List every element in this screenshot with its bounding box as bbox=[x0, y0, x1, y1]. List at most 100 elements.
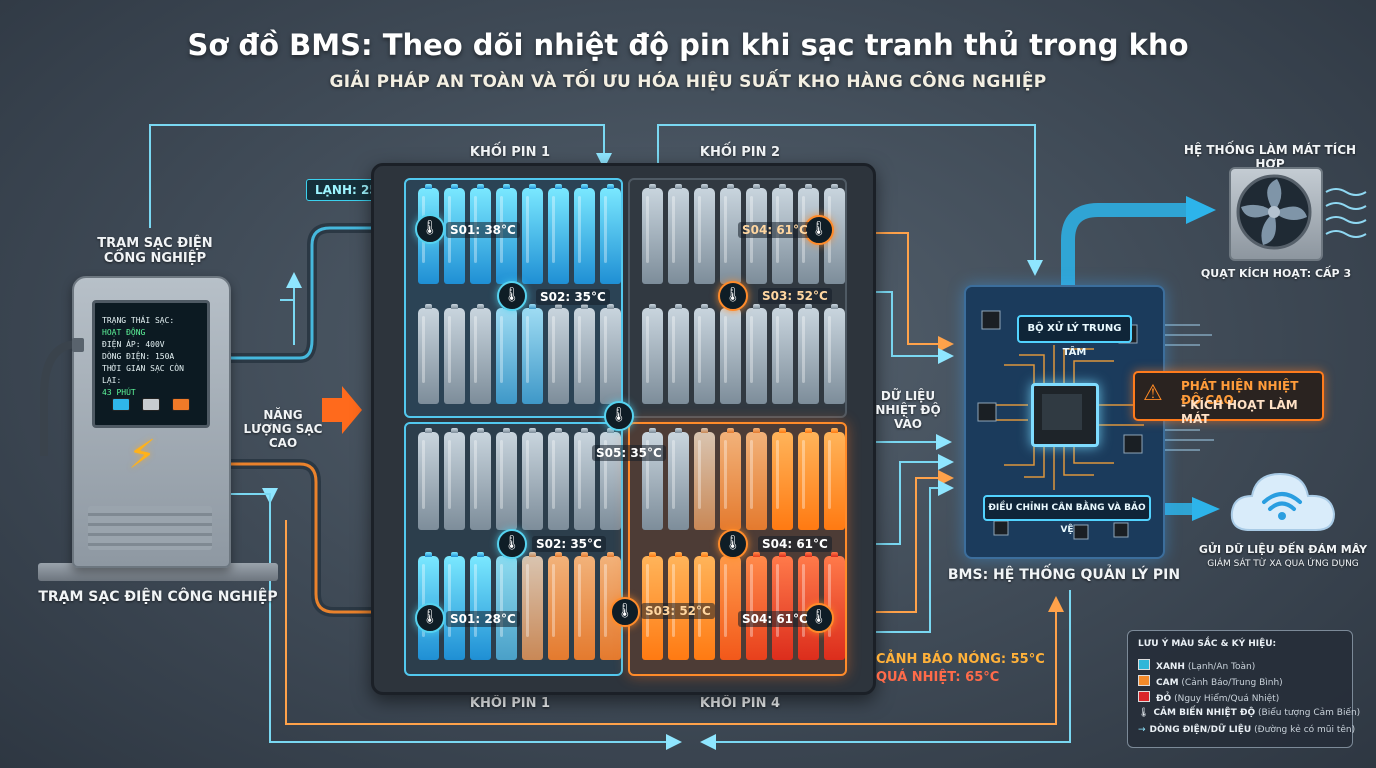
screen-line: THỜI GIAN SẠC CÒN LẠI: bbox=[102, 364, 184, 385]
energy-label: NĂNG LƯỢNG SẠC CAO bbox=[243, 408, 323, 450]
cell-row bbox=[418, 304, 621, 404]
data-in-label: DỮ LIỆU NHIỆT ĐỘ VÀO bbox=[875, 389, 941, 431]
legend-desc: (Biểu tượng Cảm Biến) bbox=[1258, 708, 1361, 718]
cell-row bbox=[418, 552, 621, 660]
battery-cell bbox=[522, 304, 543, 404]
thermometer-icon: 🌡 bbox=[497, 281, 527, 311]
legend-title: LƯU Ý MÀU SẮC & KÝ HIỆU: bbox=[1138, 639, 1277, 649]
legend-item: CAM (Cảnh Báo/Trung Bình) bbox=[1138, 675, 1283, 688]
battery-cell bbox=[772, 428, 793, 530]
sensor-label: S05: 35°C bbox=[592, 445, 666, 461]
thermometer-icon: 🌡 bbox=[718, 281, 748, 311]
battery-cell bbox=[522, 184, 543, 284]
sensor-label: S01: 28°C bbox=[446, 611, 520, 627]
sensor-label: S04: 61°C bbox=[758, 536, 832, 552]
thermometer-icon: 🌡 bbox=[415, 603, 445, 633]
battery-cell bbox=[720, 552, 741, 660]
legend: LƯU Ý MÀU SẮC & KÝ HIỆU: XANH (Lạnh/An T… bbox=[1127, 630, 1360, 748]
alert-title: PHÁT HIỆN NHIỆT ĐỘ CAO bbox=[1181, 379, 1299, 407]
thermometer-icon: 🌡 bbox=[1138, 708, 1150, 718]
battery-cell bbox=[444, 552, 465, 660]
page-subtitle: GIẢI PHÁP AN TOÀN VÀ TỐI ƯU HÓA HIỆU SUẤ… bbox=[329, 72, 1047, 92]
battery-cell bbox=[548, 304, 569, 404]
bms-label: BMS: HỆ THỐNG QUẢN LÝ PIN bbox=[947, 567, 1181, 583]
battery-cell bbox=[470, 428, 491, 530]
screen-line: ĐIỆN ÁP: 400V bbox=[102, 340, 165, 349]
battery-cell bbox=[720, 304, 741, 404]
battery-cell bbox=[798, 428, 819, 530]
legend-key: ĐỎ bbox=[1156, 694, 1172, 704]
sensor-label: S02: 35°C bbox=[536, 289, 610, 305]
charger-cable bbox=[40, 338, 84, 456]
return-line-cold bbox=[269, 640, 682, 750]
data-line-top bbox=[149, 124, 612, 228]
battery-cell bbox=[668, 184, 689, 284]
battery-cell bbox=[668, 428, 689, 530]
battery-cell bbox=[444, 428, 465, 530]
battery-cell bbox=[470, 304, 491, 404]
charger-top-label: TRẠM SẠC ĐIỆN CÔNG NGHIỆP bbox=[97, 236, 213, 266]
arrow-icon: → bbox=[1138, 725, 1146, 735]
battery-block-3 bbox=[404, 422, 623, 676]
battery-cell bbox=[668, 304, 689, 404]
thermometer-icon: 🌡 bbox=[497, 529, 527, 559]
screen-line: TRẠNG THÁI SẠC: bbox=[102, 316, 175, 325]
threshold-warning: CẢNH BÁO NÓNG: 55°C bbox=[876, 652, 1045, 667]
block-label-top-right: KHỐI PIN 2 bbox=[699, 145, 781, 160]
battery-cell bbox=[496, 304, 517, 404]
battery-cell bbox=[496, 552, 517, 660]
legend-item: →DÒNG ĐIỆN/DỮ LIỆU (Đường kẻ có mũi tên) bbox=[1138, 725, 1355, 735]
battery-cell bbox=[600, 304, 621, 404]
color-swatch bbox=[1138, 691, 1150, 702]
legend-item: XANH (Lạnh/An Toàn) bbox=[1138, 659, 1255, 672]
sensor-label: S02: 35°C bbox=[532, 536, 606, 552]
airflow-icon bbox=[1325, 188, 1367, 238]
battery-cell bbox=[600, 184, 621, 284]
block-label-bottom-right: KHỐI PIN 4 bbox=[699, 696, 781, 711]
block-label-bottom-left: KHỐI PIN 1 bbox=[469, 696, 551, 711]
battery-cell bbox=[746, 552, 767, 660]
central-processor-label: BỘ XỬ LÝ TRUNG TÂM bbox=[1017, 315, 1132, 358]
processor-core bbox=[1042, 394, 1082, 430]
battery-cell bbox=[470, 552, 491, 660]
charger-button[interactable] bbox=[172, 398, 190, 411]
cloud-title: GỬI DỮ LIỆU ĐẾN ĐÁM MÂY bbox=[1198, 543, 1368, 556]
cloud-subtitle: GIÁM SÁT TỪ XA QUA ỨNG DỤNG bbox=[1207, 559, 1359, 569]
legend-desc: (Nguy Hiểm/Quá Nhiệt) bbox=[1174, 694, 1280, 704]
sensor-label: S04: 61°C bbox=[738, 611, 812, 627]
sensor-label: S04: 61°C bbox=[738, 222, 812, 238]
battery-cell bbox=[694, 184, 715, 284]
battery-cell bbox=[548, 428, 569, 530]
battery-cell bbox=[548, 184, 569, 284]
charger-button[interactable] bbox=[112, 398, 130, 411]
legend-desc: (Đường kẻ có mũi tên) bbox=[1254, 725, 1356, 735]
battery-cell bbox=[642, 304, 663, 404]
screen-line: HOẠT ĐỘNG bbox=[102, 328, 146, 337]
thermometer-icon: 🌡 bbox=[610, 597, 640, 627]
block-label-top-left: KHỐI PIN 1 bbox=[469, 145, 551, 160]
legend-key: DÒNG ĐIỆN/DỮ LIỆU bbox=[1149, 725, 1252, 735]
fan-caption: QUẠT KÍCH HOẠT: CẤP 3 bbox=[1200, 267, 1352, 280]
battery-cell bbox=[824, 428, 845, 530]
cold-cable bbox=[228, 223, 376, 363]
screen-line: DÒNG ĐIỆN: 150A bbox=[102, 352, 175, 361]
battery-cell bbox=[522, 552, 543, 660]
legend-key: CAM bbox=[1156, 678, 1179, 688]
charger-buttons bbox=[108, 398, 198, 412]
color-swatch bbox=[1138, 659, 1150, 670]
battery-cell bbox=[824, 552, 845, 660]
thermometer-icon: 🌡 bbox=[804, 215, 834, 245]
thermometer-icon: 🌡 bbox=[604, 401, 634, 431]
charger-button[interactable] bbox=[142, 398, 160, 411]
charger-vent bbox=[88, 506, 212, 550]
legend-key: XANH bbox=[1156, 662, 1185, 672]
battery-cell bbox=[772, 304, 793, 404]
battery-cell bbox=[522, 428, 543, 530]
battery-cell bbox=[574, 304, 595, 404]
battery-cell bbox=[694, 428, 715, 530]
battery-cell bbox=[444, 304, 465, 404]
battery-cell bbox=[418, 428, 439, 530]
alert-action: - KÍCH HOẠT LÀM MÁT bbox=[1181, 398, 1298, 426]
legend-desc: (Cảnh Báo/Trung Bình) bbox=[1181, 678, 1283, 688]
battery-cell bbox=[720, 184, 741, 284]
